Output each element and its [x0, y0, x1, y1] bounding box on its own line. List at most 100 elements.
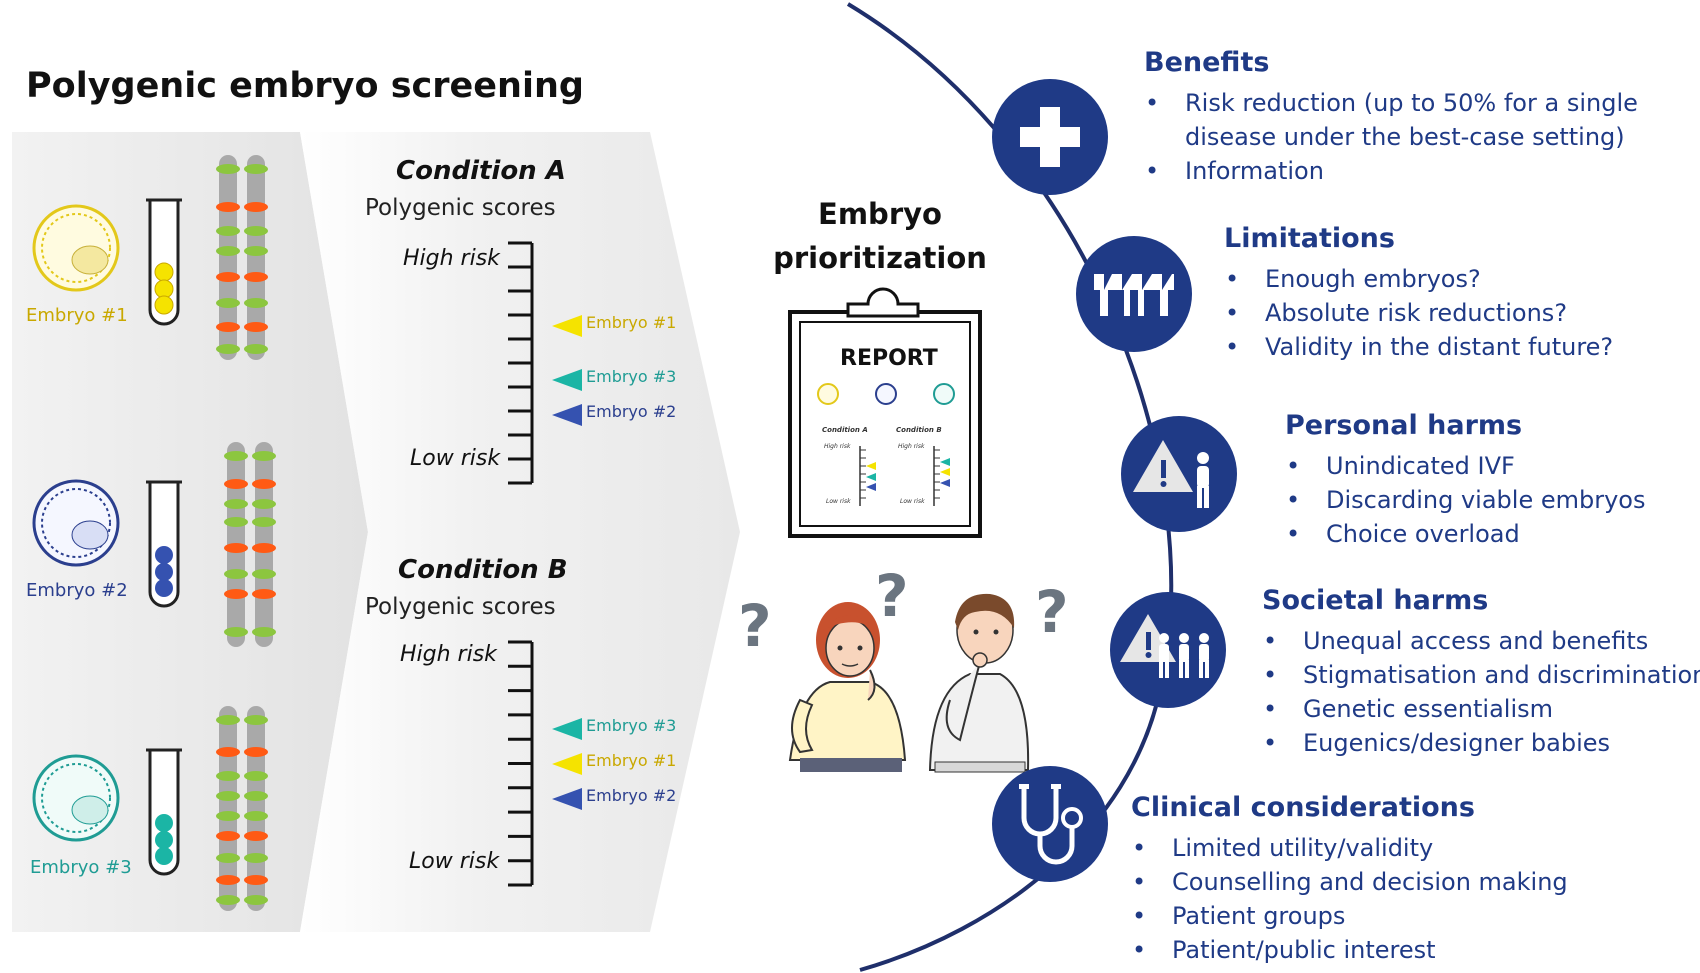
condition-b-marker-2-label: Embryo #1 [586, 751, 677, 770]
embryo-panel [12, 132, 368, 932]
societal-harms-list: Unequal access and benefits Stigmatisati… [1263, 624, 1700, 760]
woman-illustration [788, 602, 907, 772]
chromosome-band [224, 543, 248, 553]
report-a-low: Low risk [826, 498, 851, 505]
chromosome-band [244, 791, 268, 801]
chromosome-band [216, 246, 240, 256]
condition-b-title: Condition B [398, 555, 568, 585]
stethoscope-icon [992, 766, 1108, 882]
condition-a-marker-3-label: Embryo #2 [586, 402, 677, 421]
chromosome-band [244, 831, 268, 841]
list-item: Choice overload [1286, 517, 1646, 551]
list-item: Absolute risk reductions? [1225, 296, 1613, 330]
chromosome-band [252, 627, 276, 637]
limitations-list: Enough embryos? Absolute risk reductions… [1225, 262, 1613, 364]
chromosome-band [244, 226, 268, 236]
report-b-low: Low risk [900, 498, 925, 505]
chromosome-band [244, 272, 268, 282]
chromosome-band [244, 853, 268, 863]
report-condition-a: Condition A [822, 426, 868, 434]
condition-a-subtitle: Polygenic scores [365, 195, 556, 221]
list-item: Counselling and decision making [1132, 865, 1568, 899]
chromosome-band [224, 627, 248, 637]
embryo-marker [552, 404, 582, 426]
chromosome-band [224, 499, 248, 509]
chromosome-band [244, 771, 268, 781]
chromosome-band [216, 747, 240, 757]
societal-harms-heading: Societal harms [1262, 585, 1489, 616]
condition-a-marker-1-label: Embryo #1 [586, 313, 677, 332]
report-label: REPORT [840, 346, 938, 371]
chromosome-band [244, 202, 268, 212]
chromosome-band [244, 344, 268, 354]
chromosome-band [216, 272, 240, 282]
chromosome-band [216, 791, 240, 801]
chromosome-band [244, 715, 268, 725]
embryo-marker [552, 369, 582, 391]
chromosome-band [216, 771, 240, 781]
plus-icon [992, 79, 1108, 195]
chromosome-band [244, 747, 268, 757]
chromosome-band [244, 322, 268, 332]
chromosome-band [216, 811, 240, 821]
score-panel [300, 132, 740, 932]
benefits-heading: Benefits [1144, 47, 1270, 78]
embryo-1-icon [32, 204, 120, 292]
report-condition-b: Condition B [896, 426, 942, 434]
page-title: Polygenic embryo screening [26, 66, 584, 106]
list-item: Limited utility/validity [1132, 831, 1568, 865]
chromosome-band [216, 322, 240, 332]
list-item: Genetic essentialism [1263, 692, 1700, 726]
condition-b-scale [508, 640, 582, 887]
embryo-1-label: Embryo #1 [26, 305, 128, 326]
question-mark-icon: ? [738, 592, 772, 660]
report-b-high: High risk [898, 443, 925, 450]
chromosome-band [216, 831, 240, 841]
chromosome-band [244, 811, 268, 821]
condition-a-marker-2-label: Embryo #3 [586, 367, 677, 386]
report-a-high: High risk [824, 443, 851, 450]
condition-a-high-label: High risk [403, 246, 500, 271]
list-item: Unindicated IVF [1286, 449, 1646, 483]
chromosome-band [224, 451, 248, 461]
chromosome-band [244, 246, 268, 256]
barrier-icon [1076, 236, 1192, 352]
limitations-heading: Limitations [1224, 223, 1395, 254]
list-item: Discarding viable embryos [1286, 483, 1646, 517]
warning-person-icon [1121, 416, 1237, 532]
chromosome-band [252, 451, 276, 461]
chromosome-band [224, 589, 248, 599]
embryo-marker [552, 788, 582, 810]
list-item: disease under the best-case setting) [1185, 123, 1625, 151]
warning-group-icon [1110, 592, 1226, 708]
embryo-marker [552, 315, 582, 337]
list-item: Patient groups [1132, 899, 1568, 933]
chromosome-band [244, 875, 268, 885]
list-item: Patient/public interest [1132, 933, 1568, 967]
embryo-3-icon [32, 754, 120, 842]
embryo-marker [552, 718, 582, 740]
chromosome-band [252, 569, 276, 579]
chromosome-band [224, 479, 248, 489]
list-item: Risk reduction (up to 50% for a single [1145, 86, 1638, 120]
chromosome-band [216, 715, 240, 725]
chromosome-band [216, 298, 240, 308]
chromosome-band [216, 853, 240, 863]
embryo-2-label: Embryo #2 [26, 580, 128, 601]
chromosome-band [216, 895, 240, 905]
report-clipboard-icon [788, 287, 982, 538]
chromosome-band [216, 226, 240, 236]
chromosome-band [252, 589, 276, 599]
chromosome-band [252, 479, 276, 489]
list-item: Validity in the distant future? [1225, 330, 1613, 364]
prioritization-title: Embryo prioritization [773, 197, 987, 275]
condition-b-subtitle: Polygenic scores [365, 594, 556, 620]
embryo-2-icon [32, 479, 120, 567]
chromosome-band [224, 569, 248, 579]
chromosome-band [244, 298, 268, 308]
clinical-considerations-heading: Clinical considerations [1131, 792, 1475, 823]
benefits-list: Risk reduction (up to 50% for a single d… [1145, 86, 1638, 188]
list-item: Enough embryos? [1225, 262, 1613, 296]
personal-harms-heading: Personal harms [1285, 410, 1523, 441]
